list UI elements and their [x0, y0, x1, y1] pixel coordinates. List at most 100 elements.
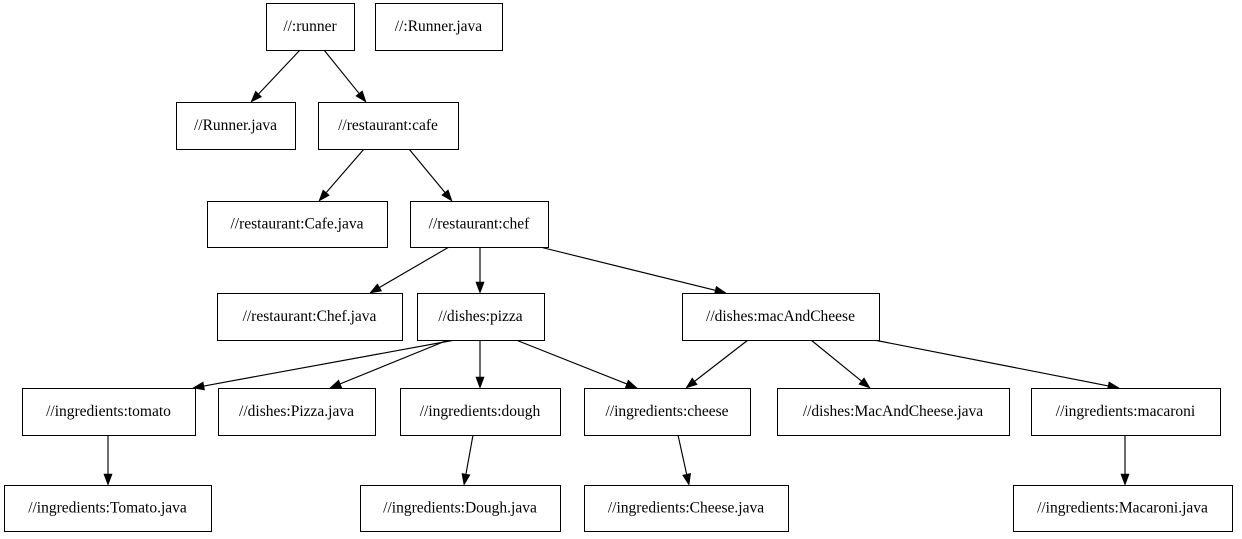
node-box[interactable]	[318, 102, 459, 150]
arrowhead-icon	[682, 472, 691, 486]
node-restaurant_chef_java[interactable]: //restaurant:Chef.java	[217, 293, 403, 341]
node-runner_target[interactable]: //:runner	[266, 3, 355, 51]
node-dishes_pizza[interactable]: //dishes:pizza	[417, 293, 545, 341]
node-restaurant_cafe[interactable]: //restaurant:cafe	[318, 102, 459, 150]
node-label: //:runner	[283, 18, 337, 35]
arrowhead-icon	[318, 189, 330, 202]
node-label: //ingredients:Macaroni.java	[1037, 500, 1208, 517]
edge-ingredients_macaroni-to-ingredients_macaroni_java	[1120, 435, 1130, 486]
edge-line	[539, 246, 716, 291]
node-label: //dishes:pizza	[438, 308, 522, 325]
edge-dishes_mac_and_cheese-to-ingredients_macaroni	[873, 339, 1120, 391]
edge-line	[694, 339, 749, 382]
edge-restaurant_chef-to-dishes_mac_and_cheese	[539, 246, 727, 295]
edge-line	[323, 49, 360, 94]
node-dishes_pizza_java[interactable]: //dishes:Pizza.java	[218, 388, 376, 436]
node-ingredients_cheese_java[interactable]: //ingredients:Cheese.java	[584, 485, 789, 532]
node-box[interactable]	[1031, 388, 1221, 436]
node-box[interactable]	[584, 485, 789, 532]
node-box[interactable]	[584, 388, 751, 436]
node-label: //restaurant:Chef.java	[243, 308, 377, 325]
node-box[interactable]	[218, 388, 376, 436]
node-dishes_mac_and_cheese[interactable]: //dishes:macAndCheese	[682, 293, 880, 341]
arrowhead-icon	[355, 90, 367, 103]
node-label: //dishes:MacAndCheese.java	[803, 403, 983, 420]
node-label: //ingredients:dough	[420, 403, 541, 420]
edge-ingredients_tomato-to-ingredients_tomato_java	[103, 435, 113, 486]
edge-dishes_pizza-to-ingredients_cheese	[515, 339, 638, 389]
node-runner_java[interactable]: //Runner.java	[176, 102, 296, 150]
edge-line	[810, 339, 862, 382]
edge-dishes_pizza-to-dishes_pizza_java	[329, 339, 449, 389]
node-box[interactable]	[417, 293, 545, 341]
arrowhead-icon	[369, 283, 383, 294]
node-ingredients_tomato[interactable]: //ingredients:tomato	[22, 388, 196, 436]
node-label: //ingredients:cheese	[605, 403, 728, 420]
edge-line	[677, 434, 688, 475]
arrowhead-icon	[858, 377, 871, 389]
node-ingredients_macaroni_java[interactable]: //ingredients:Macaroni.java	[1013, 485, 1233, 532]
arrowhead-icon	[685, 377, 698, 389]
edge-line	[465, 434, 474, 475]
node-box[interactable]	[266, 3, 355, 51]
edge-runner_target-to-runner_java	[250, 49, 301, 103]
node-restaurant_cafe_java[interactable]: //restaurant:Cafe.java	[207, 201, 388, 248]
edge-dishes_mac_and_cheese-to-ingredients_cheese	[685, 339, 749, 389]
nodes-layer: //:runner //:Runner.java //Runner.java //re…	[4, 3, 1233, 532]
edges-layer	[103, 49, 1130, 486]
node-root_runner_java[interactable]: //:Runner.java	[375, 3, 503, 51]
node-dishes_mac_and_cheese_java[interactable]: //dishes:MacAndCheese.java	[777, 388, 1010, 436]
edge-line	[325, 148, 365, 194]
edge-runner_target-to-restaurant_cafe	[323, 49, 367, 103]
node-label: //ingredients:macaroni	[1056, 403, 1196, 420]
node-box[interactable]	[400, 388, 561, 436]
node-box[interactable]	[176, 102, 296, 150]
node-box[interactable]	[360, 485, 561, 532]
edge-line	[515, 339, 627, 385]
edge-line	[258, 49, 301, 95]
node-box[interactable]	[217, 293, 403, 341]
arrowhead-icon	[1120, 473, 1130, 486]
node-label: //restaurant:chef	[429, 216, 531, 233]
arrowhead-icon	[461, 473, 471, 486]
node-label: //ingredients:Dough.java	[383, 500, 537, 517]
node-box[interactable]	[22, 388, 196, 436]
node-box[interactable]	[207, 201, 388, 248]
node-ingredients_macaroni[interactable]: //ingredients:macaroni	[1031, 388, 1221, 436]
node-box[interactable]	[682, 293, 880, 341]
arrowhead-icon	[329, 379, 343, 389]
edge-ingredients_cheese-to-ingredients_cheese_java	[677, 434, 691, 486]
edge-restaurant_chef-to-restaurant_chef_java	[369, 246, 450, 294]
node-label: //dishes:macAndCheese	[706, 308, 855, 325]
edge-restaurant_chef-to-dishes_pizza	[475, 247, 485, 294]
node-label: //ingredients:Tomato.java	[28, 500, 187, 517]
arrowhead-icon	[475, 281, 485, 294]
node-box[interactable]	[375, 3, 503, 51]
edge-line	[339, 339, 449, 385]
node-ingredients_tomato_java[interactable]: //ingredients:Tomato.java	[4, 485, 212, 532]
node-label: //ingredients:tomato	[46, 403, 171, 420]
node-box[interactable]	[1013, 485, 1233, 532]
node-box[interactable]	[777, 388, 1010, 436]
node-box[interactable]	[4, 485, 212, 532]
node-ingredients_dough[interactable]: //ingredients:dough	[400, 388, 561, 436]
node-restaurant_chef[interactable]: //restaurant:chef	[410, 201, 549, 248]
edge-dishes_pizza-to-ingredients_dough	[475, 340, 485, 389]
edge-line	[408, 148, 446, 193]
node-label: //ingredients:Cheese.java	[608, 500, 764, 517]
node-box[interactable]	[410, 201, 549, 248]
node-ingredients_dough_java[interactable]: //ingredients:Dough.java	[360, 485, 561, 532]
node-ingredients_cheese[interactable]: //ingredients:cheese	[584, 388, 751, 436]
edge-dishes_mac_and_cheese-to-dishes_mac_and_cheese_java	[810, 339, 871, 389]
edge-ingredients_dough-to-ingredients_dough_java	[461, 434, 474, 486]
node-label: //:Runner.java	[395, 18, 483, 35]
node-label: //dishes:Pizza.java	[239, 403, 354, 420]
arrowhead-icon	[250, 90, 263, 103]
arrowhead-icon	[624, 379, 638, 389]
node-label: //Runner.java	[194, 117, 277, 134]
node-label: //restaurant:Cafe.java	[231, 216, 364, 233]
edge-line	[379, 246, 450, 288]
edge-dishes_pizza-to-ingredients_tomato	[192, 339, 456, 391]
